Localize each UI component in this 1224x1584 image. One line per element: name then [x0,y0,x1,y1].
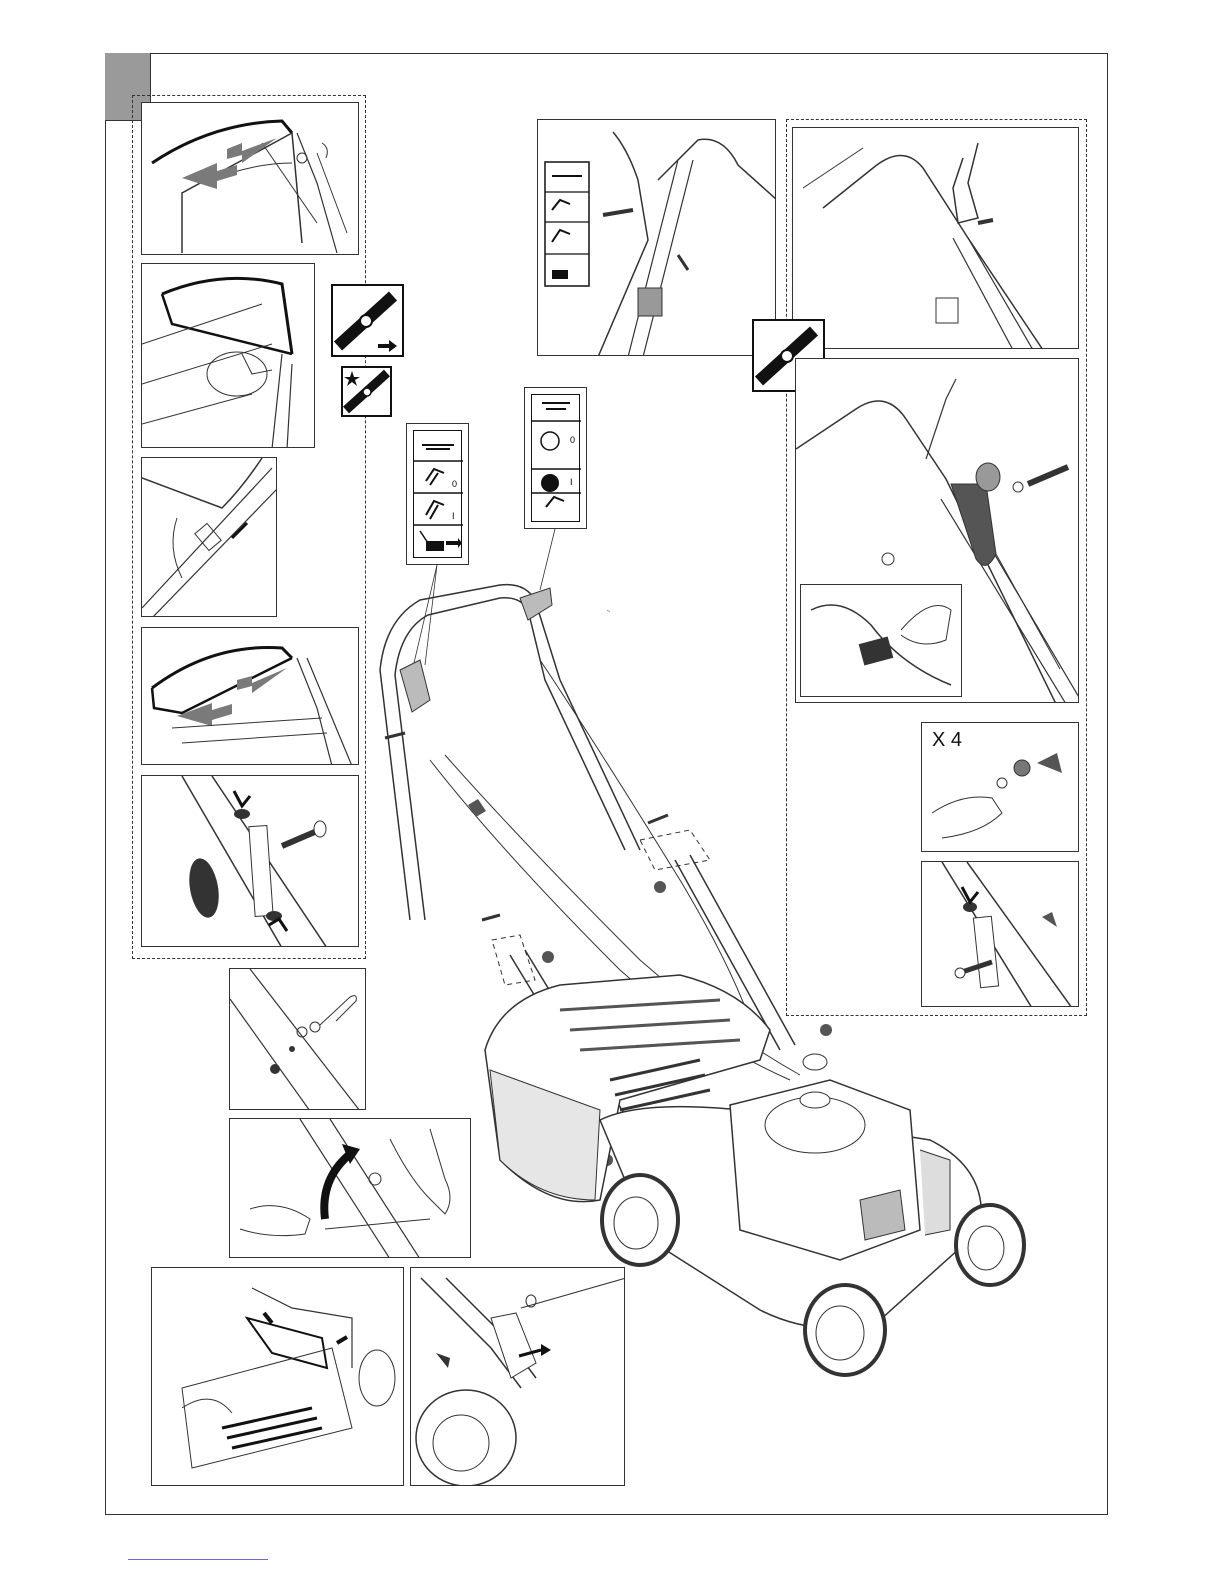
step-panel-grass-bag [151,1267,404,1486]
brake-on-text: I [452,511,455,521]
lawnmower-icon [426,541,444,551]
step-panel-wheel-bracket [410,1267,625,1486]
step-panel-brake-lever-right [792,127,1079,349]
control-label-left: 0 I [406,423,469,565]
svg-text:I: I [570,477,573,487]
control-label-right: 0 I [524,387,587,529]
brake-off-text: 0 [452,479,457,489]
svg-text:0: 0 [570,435,575,445]
footer-rule [128,1559,268,1560]
step-panel-brake-lever [537,119,776,356]
step-panel-cable-guide [229,968,366,1110]
step-panel-handle-raise [141,263,315,448]
step-panel-handle-fold [141,102,359,255]
step-panel-knob-quantity: X 4 [921,722,1079,852]
hand-icon [240,1206,310,1236]
step-panel-knob-bolt [141,775,359,947]
step-panel-handle-unfold [141,627,359,765]
step-panel-bolt-knob-right [921,861,1079,1007]
blade-star-badge-icon [341,366,392,417]
step-panel-pull-start [229,1118,471,1258]
blade-badge-icon [331,284,404,357]
control-label-icon: 0 I [413,430,462,558]
step-panel-connector [800,584,962,697]
step-panel-cable-clip [141,457,277,617]
